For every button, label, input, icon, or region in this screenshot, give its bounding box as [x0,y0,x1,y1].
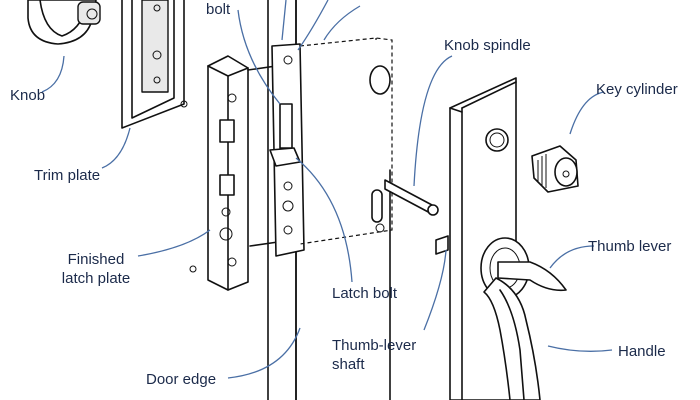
label-handle: Handle [618,343,666,360]
label-latch-bolt: Latch bolt [332,285,398,302]
label-knob-spindle: Knob spindle [444,37,531,54]
label-thumb-lever-shaft-line1: Thumb-lever [332,337,417,354]
thumb-lever-shaft-illustration [435,235,449,255]
label-finished-latch-plate-line2: latch plate [61,270,131,287]
label-thumb-lever-shaft: Thumb-lever shaft [332,336,416,374]
leader-lines [41,0,613,379]
label-thumb-lever-shaft-line2: shaft [332,356,365,373]
finished-latch-plate-illustration [189,55,249,291]
trim-plate-illustration [121,0,188,129]
key-cylinder-illustration [531,145,579,193]
label-knob: Knob [10,87,46,104]
handle-illustration [480,237,567,400]
knob-illustration [27,0,101,45]
label-bolt: bolt [206,1,231,18]
label-door-edge: Door edge [146,371,217,388]
label-finished-latch-plate-line1: Finished [67,251,125,268]
label-key-cylinder: Key cylinder [596,81,678,98]
label-trim-plate: Trim plate [34,167,101,184]
knob-spindle-illustration [384,179,439,216]
label-thumb-lever: Thumb lever [588,238,672,255]
label-finished-latch-plate: Finished latch plate [46,250,146,288]
mortise-lock-body [269,37,393,257]
